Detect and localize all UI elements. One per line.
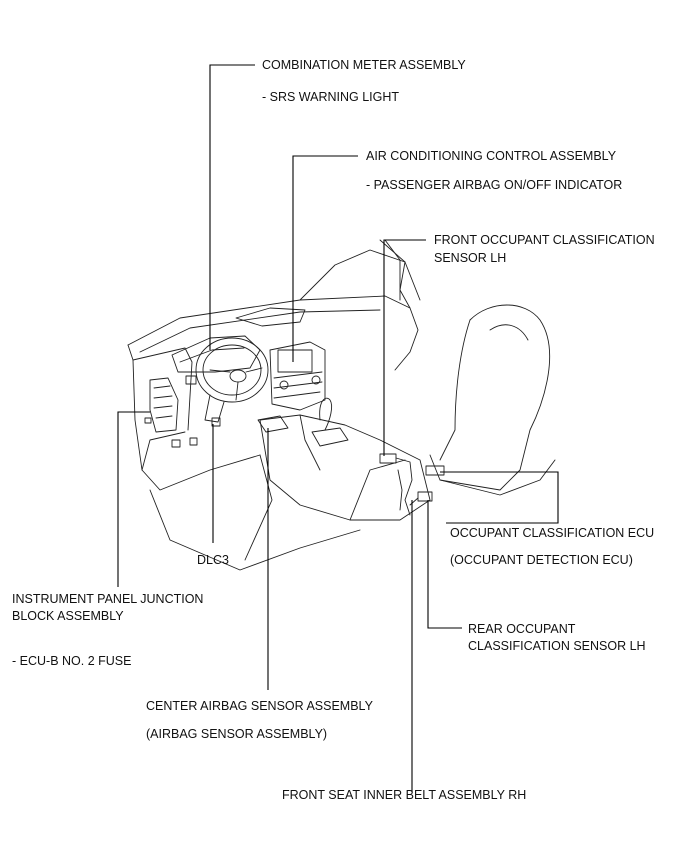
label-combination-meter: COMBINATION METER ASSEMBLY (262, 58, 466, 72)
steering-wheel (195, 337, 269, 403)
junction-block-shape (149, 377, 179, 433)
label-front-occupant-sensor-1: FRONT OCCUPANT CLASSIFICATION (434, 233, 655, 247)
front-sensor-shape (379, 453, 397, 464)
center-stack (269, 341, 326, 411)
dashboard-outline (127, 295, 419, 371)
left-dash-panel (127, 344, 261, 491)
label-junction-block-1: INSTRUMENT PANEL JUNCTION (12, 592, 204, 606)
label-center-airbag-sensor: CENTER AIRBAG SENSOR ASSEMBLY (146, 699, 373, 713)
meter-shape (171, 335, 261, 373)
label-ecu-b-fuse: - ECU-B NO. 2 FUSE (12, 654, 132, 668)
label-passenger-airbag-indicator: - PASSENGER AIRBAG ON/OFF INDICATOR (366, 178, 623, 192)
label-rear-occupant-sensor-1: REAR OCCUPANT (468, 622, 576, 636)
leader-occupant-ecu (440, 471, 559, 524)
leader-junction-block (117, 411, 150, 587)
label-occupant-ecu: OCCUPANT CLASSIFICATION ECU (450, 526, 655, 540)
label-airbag-sensor-assembly: (AIRBAG SENSOR ASSEMBLY) (146, 727, 328, 741)
label-dlc3: DLC3 (197, 553, 229, 567)
label-air-conditioning: AIR CONDITIONING CONTROL ASSEMBLY (366, 149, 617, 163)
center-console (259, 414, 431, 521)
airbag-sensor-shape (257, 415, 289, 433)
occupant-ecu-shape (425, 465, 445, 476)
leader-air-conditioning (292, 155, 358, 362)
leader-combination-meter (209, 64, 255, 350)
leader-rear-occupant-sensor (427, 500, 462, 629)
label-occupant-detection-ecu: (OCCUPANT DETECTION ECU) (450, 553, 633, 567)
label-rear-occupant-sensor-2: CLASSIFICATION SENSOR LH (468, 639, 646, 653)
label-srs-warning-light: - SRS WARNING LIGHT (262, 90, 400, 104)
leader-front-occupant-sensor (383, 239, 426, 456)
label-junction-block-2: BLOCK ASSEMBLY (12, 609, 124, 623)
passenger-seat (429, 304, 551, 491)
leader-lines (117, 64, 559, 792)
label-front-occupant-sensor-2: SENSOR LH (434, 251, 507, 265)
rear-sensor-shape (417, 491, 433, 502)
label-front-seat-belt: FRONT SEAT INNER BELT ASSEMBLY RH (282, 788, 527, 802)
